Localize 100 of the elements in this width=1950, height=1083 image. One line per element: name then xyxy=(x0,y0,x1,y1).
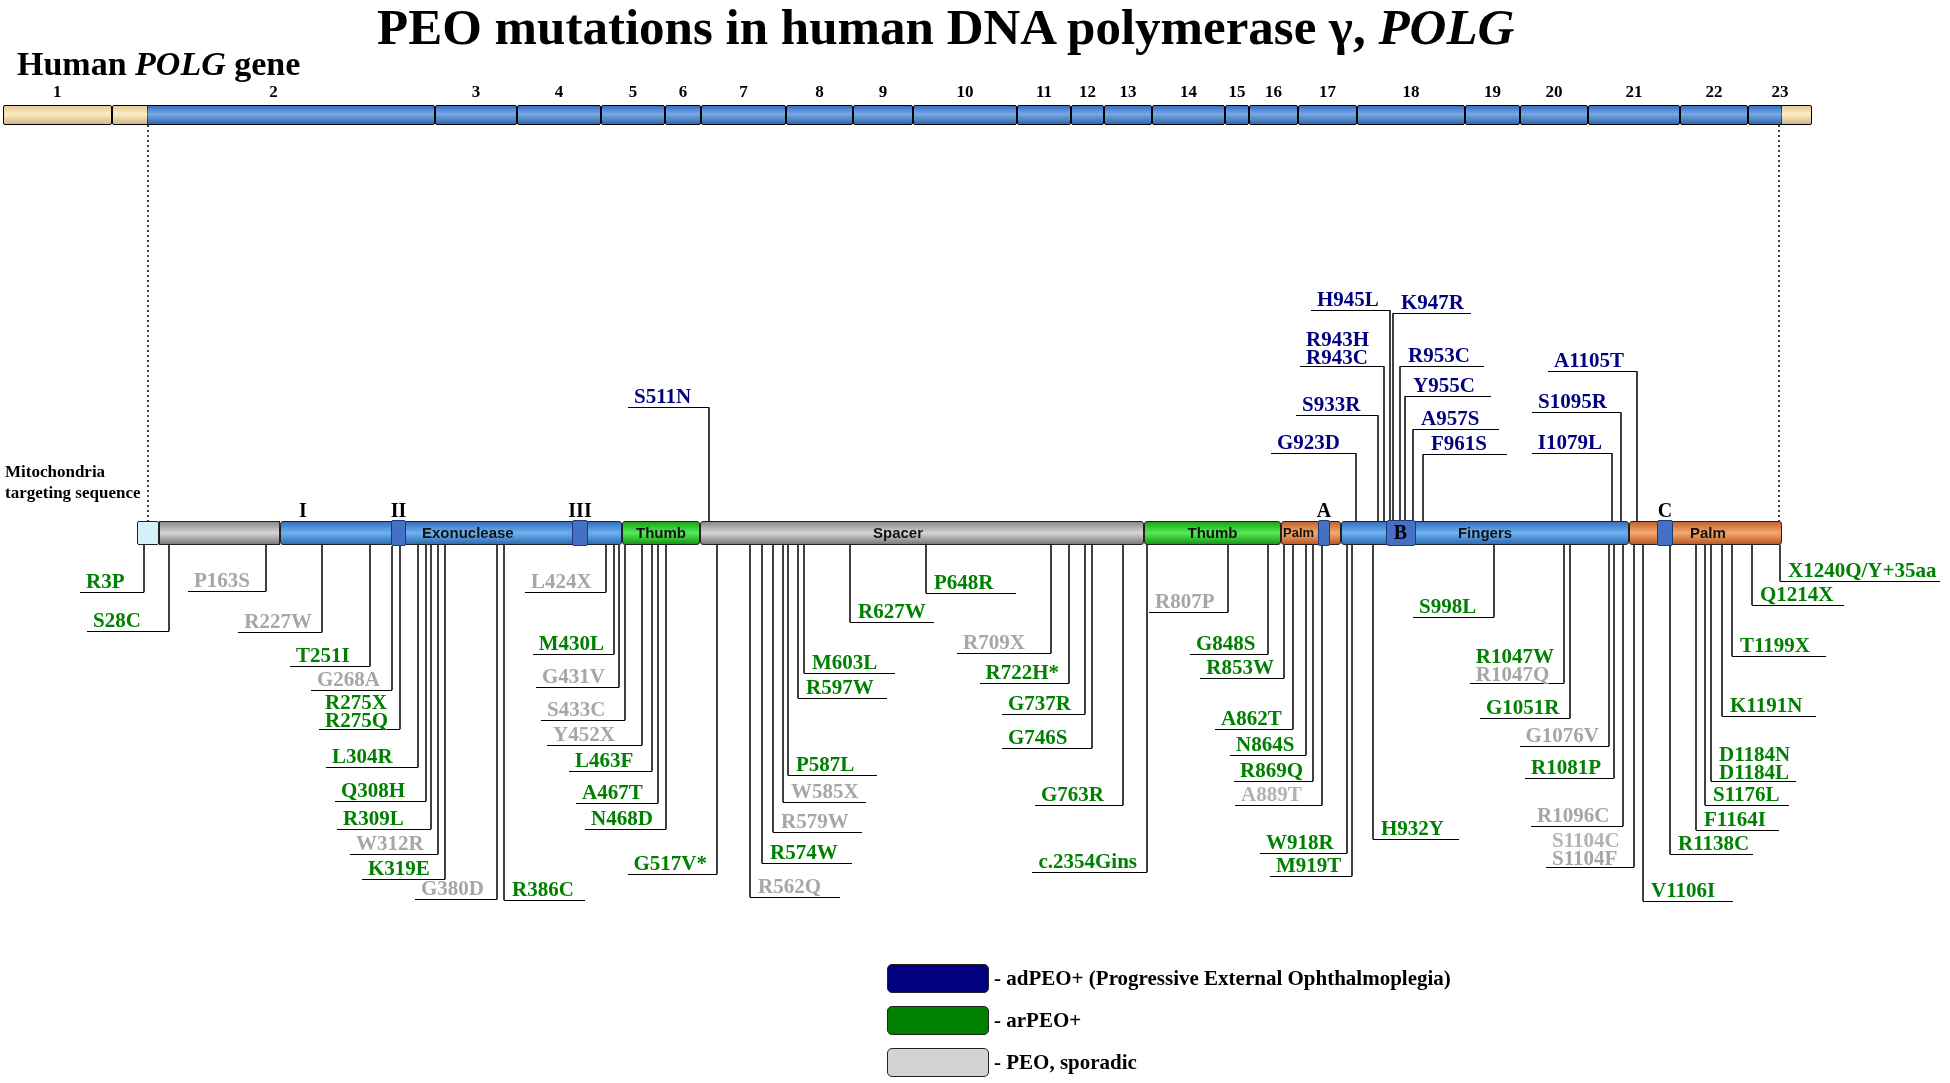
diagram-title: PEO mutations in human DNA polymerase γ, POLG xyxy=(377,0,1515,54)
mutation-label: H932Y xyxy=(1373,818,1459,840)
mutation-label: T1199X xyxy=(1732,635,1826,657)
mutation-label: M430L xyxy=(532,633,614,655)
mutation-label: T251I xyxy=(290,645,370,667)
leader-line xyxy=(749,544,751,898)
motif-box xyxy=(1385,519,1416,546)
mutation-label: Y452X xyxy=(547,724,642,746)
mutation-label: I1079L xyxy=(1531,432,1612,454)
leader-line xyxy=(782,544,784,803)
leader-line xyxy=(1050,544,1052,654)
leader-line xyxy=(641,544,643,746)
gene-heading: Human POLG gene xyxy=(17,46,301,82)
leader-line xyxy=(1091,544,1093,749)
motif-label: I xyxy=(299,500,307,520)
exon-segment xyxy=(1748,105,1812,125)
leader-line xyxy=(1422,453,1424,522)
exon-segment xyxy=(601,105,665,125)
leader-line xyxy=(1636,370,1638,522)
leader-line xyxy=(1227,544,1229,613)
mutation-label: L304R xyxy=(326,746,418,768)
leader-line xyxy=(168,544,170,632)
leader-line xyxy=(444,544,446,880)
leader-line xyxy=(417,544,419,768)
leader-line xyxy=(605,544,607,593)
mutation-label-pair xyxy=(319,693,400,730)
mutation-label: S28C xyxy=(87,610,169,632)
mutation-label: K319E xyxy=(362,858,445,880)
exon-segment xyxy=(1104,105,1152,125)
exon-segment xyxy=(1298,105,1357,125)
mutation-label: H945L xyxy=(1311,289,1390,311)
mutation-label: F1164I xyxy=(1696,809,1779,831)
mutation-label: V1106I xyxy=(1643,880,1733,902)
exon-segment xyxy=(701,105,786,125)
leader-line xyxy=(1084,544,1086,715)
leader-line xyxy=(1404,395,1406,521)
leader-line xyxy=(1642,544,1644,902)
exon-segment xyxy=(1680,105,1748,125)
mutation-label: P163S xyxy=(188,570,266,592)
exon-number: 14 xyxy=(1180,83,1197,101)
exon-number: 5 xyxy=(628,83,638,101)
mutation-label: Q1214X xyxy=(1752,584,1844,606)
leader-line xyxy=(1346,544,1348,854)
exon-segment xyxy=(2,105,112,125)
leader-line xyxy=(1493,544,1495,618)
exon-segment xyxy=(1520,105,1588,125)
mutation-label: R1047Q xyxy=(1475,665,1550,683)
exon-number: 13 xyxy=(1119,83,1137,101)
leader-line xyxy=(1751,544,1753,606)
mutation-label: S433C xyxy=(541,699,625,721)
exon-segment xyxy=(1357,105,1465,125)
leader-line xyxy=(143,544,145,593)
legend-label: - PEO, sporadic xyxy=(994,1050,1137,1074)
protein-domain xyxy=(1629,521,1782,545)
mutation-label: R709X xyxy=(957,632,1051,654)
leader-line xyxy=(787,544,789,776)
mutation-label: M603L xyxy=(804,652,895,674)
leader-line xyxy=(803,544,805,674)
mutation-label-pair xyxy=(1546,831,1634,868)
exon-segment xyxy=(112,105,435,125)
leader-line xyxy=(503,544,505,901)
mutation-label: L424X xyxy=(525,571,606,593)
leader-line xyxy=(1633,544,1635,868)
leader-line xyxy=(665,544,667,830)
exon-number: 11 xyxy=(1035,83,1053,101)
mutation-label: R574W xyxy=(762,842,852,864)
leader-line xyxy=(925,544,927,594)
mutation-label: K947R xyxy=(1393,292,1471,314)
mutation-label: G848S xyxy=(1190,633,1268,655)
domain-label: Palm xyxy=(1690,524,1726,541)
leader-line xyxy=(1283,544,1285,679)
mutation-label: N468D xyxy=(585,808,666,830)
legend-label: - arPEO+ xyxy=(994,1008,1082,1032)
protein-domain xyxy=(1144,521,1281,545)
leader-line xyxy=(708,406,710,522)
leader-line xyxy=(1731,544,1733,657)
leader-line xyxy=(1267,544,1269,655)
motif-box xyxy=(390,519,406,546)
mutation-label: R722H* xyxy=(979,662,1069,684)
exon-segment xyxy=(517,105,601,125)
mutation-label: X1240Q/Y+35aa xyxy=(1780,560,1941,582)
leader-line xyxy=(1389,309,1391,521)
exon-number: 19 xyxy=(1484,83,1501,101)
mutation-label: G268A xyxy=(311,669,392,691)
mutation-label: S1104F xyxy=(1552,849,1619,867)
region-label: Mitochondria targeting sequence xyxy=(5,461,142,503)
exon-number: 23 xyxy=(1771,83,1789,101)
mutation-label: A467T xyxy=(576,782,658,804)
leader-line xyxy=(772,544,774,833)
mutation-label: G1051R xyxy=(1480,697,1570,719)
leader-line xyxy=(1721,544,1723,717)
mutation-label: R3P xyxy=(80,571,144,593)
exon-number: 20 xyxy=(1545,83,1563,101)
exon-segment xyxy=(1017,105,1071,125)
leader-line xyxy=(1563,544,1565,684)
leader-line xyxy=(1292,544,1294,730)
leader-line xyxy=(399,545,401,730)
motif-label: III xyxy=(568,500,592,520)
protein-segment xyxy=(159,521,280,545)
mutation-label: A1105T xyxy=(1548,350,1637,372)
